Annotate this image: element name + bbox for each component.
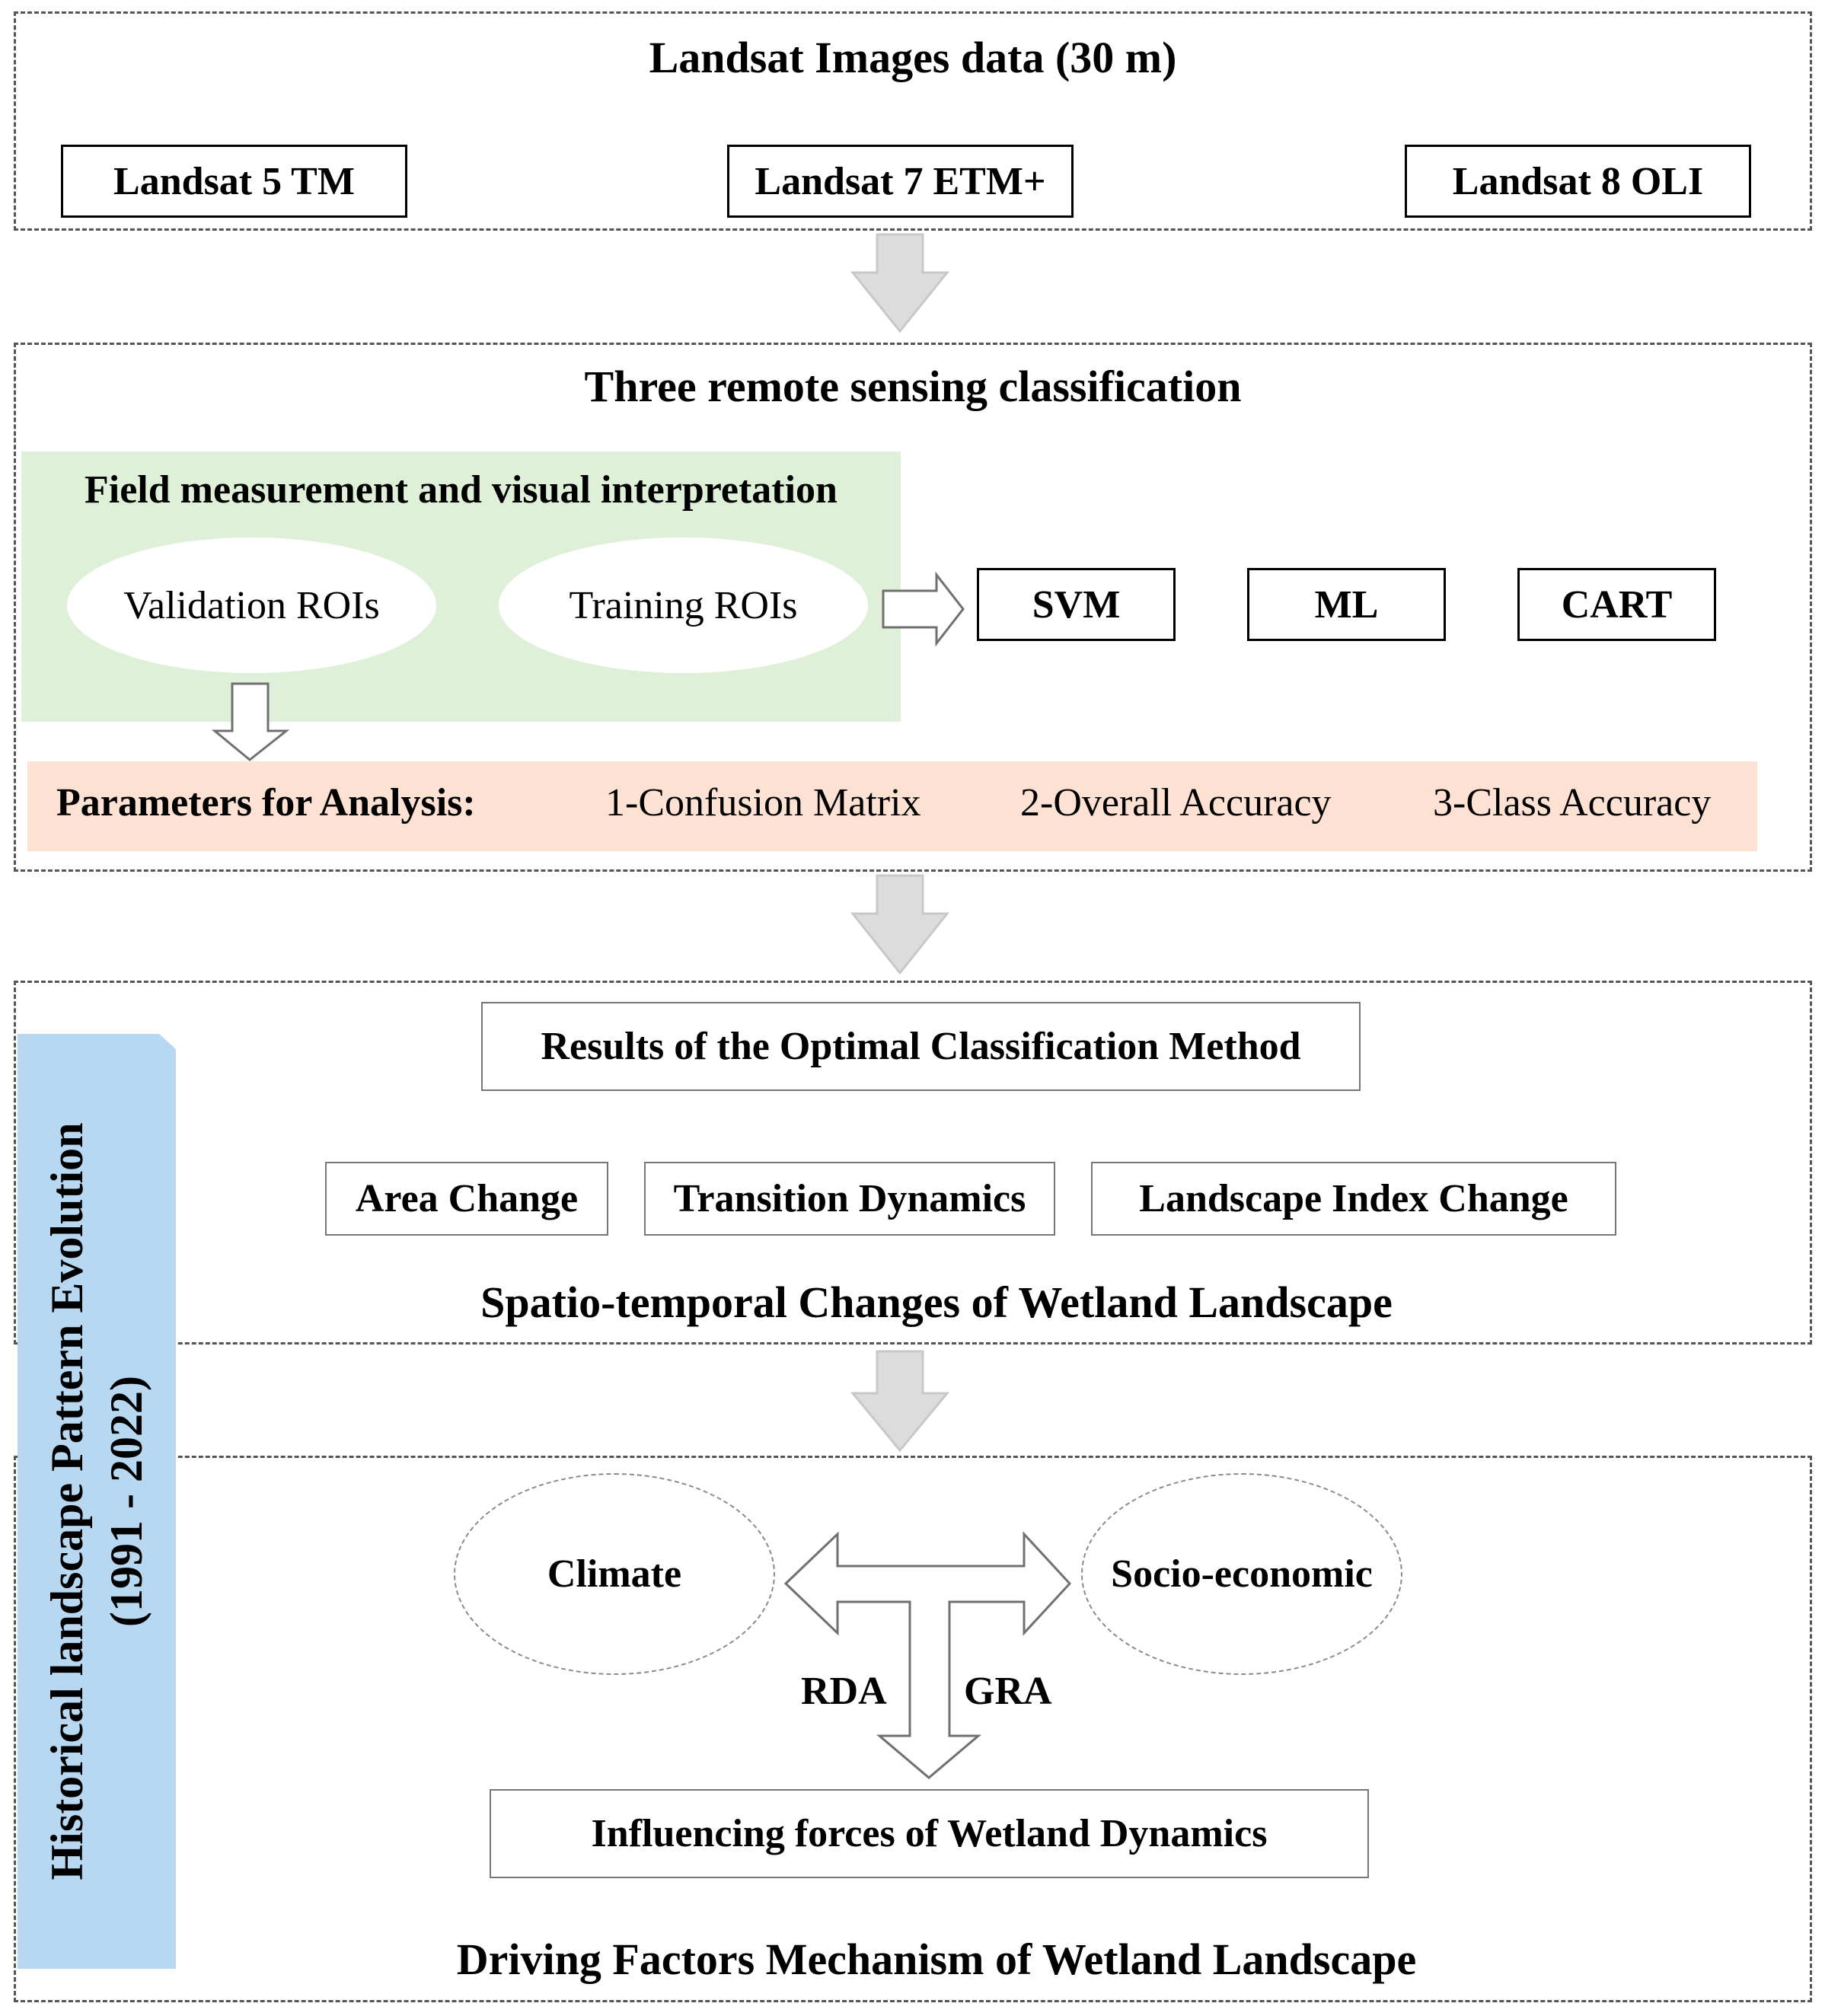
area-change-box: Area Change [325, 1162, 608, 1236]
landsat7-box: Landsat 7 ETM+ [727, 145, 1074, 218]
section-landsat-data [14, 11, 1812, 231]
side-label-panel [18, 1034, 176, 1969]
cart-box: CART [1517, 568, 1716, 641]
landsat8-box: Landsat 8 OLI [1405, 145, 1751, 218]
down-arrow-3 [850, 1350, 950, 1453]
parameters-panel [27, 761, 1757, 851]
validation-rois-oval: Validation ROIs [67, 537, 436, 673]
t-shaped-arrow [783, 1531, 1072, 1779]
transition-dynamics-box: Transition Dynamics [644, 1162, 1055, 1236]
section-classification [14, 343, 1812, 872]
parameter-class-accuracy: 3-Class Accuracy [1433, 781, 1712, 825]
field-measurement-title: Field measurement and visual interpretat… [85, 467, 838, 512]
climate-oval: Climate [454, 1473, 775, 1675]
down-arrow-2 [850, 874, 950, 975]
right-arrow-outline [882, 571, 965, 647]
section-classification-title: Three remote sensing classification [584, 361, 1242, 411]
section-driving-factors [14, 1456, 1812, 2002]
down-arrow-1 [850, 233, 950, 333]
socio-economic-oval: Socio-economic [1081, 1473, 1402, 1675]
rda-label: RDA [801, 1670, 887, 1713]
optimal-method-results-box: Results of the Optimal Classification Me… [481, 1002, 1361, 1091]
influencing-forces-box: Influencing forces of Wetland Dynamics [490, 1789, 1369, 1878]
landsat5-box: Landsat 5 TM [61, 145, 407, 218]
parameters-label: Parameters for Analysis: [56, 781, 476, 825]
gra-label: GRA [964, 1670, 1052, 1713]
section-spatiotemporal [14, 981, 1812, 1345]
ml-box: ML [1247, 568, 1446, 641]
training-rois-oval: Training ROIs [499, 537, 868, 673]
down-arrow-outline [211, 682, 290, 761]
svm-box: SVM [977, 568, 1176, 641]
parameter-confusion-matrix: 1-Confusion Matrix [605, 781, 921, 825]
spatiotemporal-title: Spatio-temporal Changes of Wetland Lands… [480, 1277, 1393, 1327]
parameter-overall-accuracy: 2-Overall Accuracy [1020, 781, 1332, 825]
landscape-index-change-box: Landscape Index Change [1091, 1162, 1616, 1236]
section-landsat-title: Landsat Images data (30 m) [649, 32, 1177, 82]
driving-factors-title: Driving Factors Mechanism of Wetland Lan… [456, 1934, 1417, 1984]
